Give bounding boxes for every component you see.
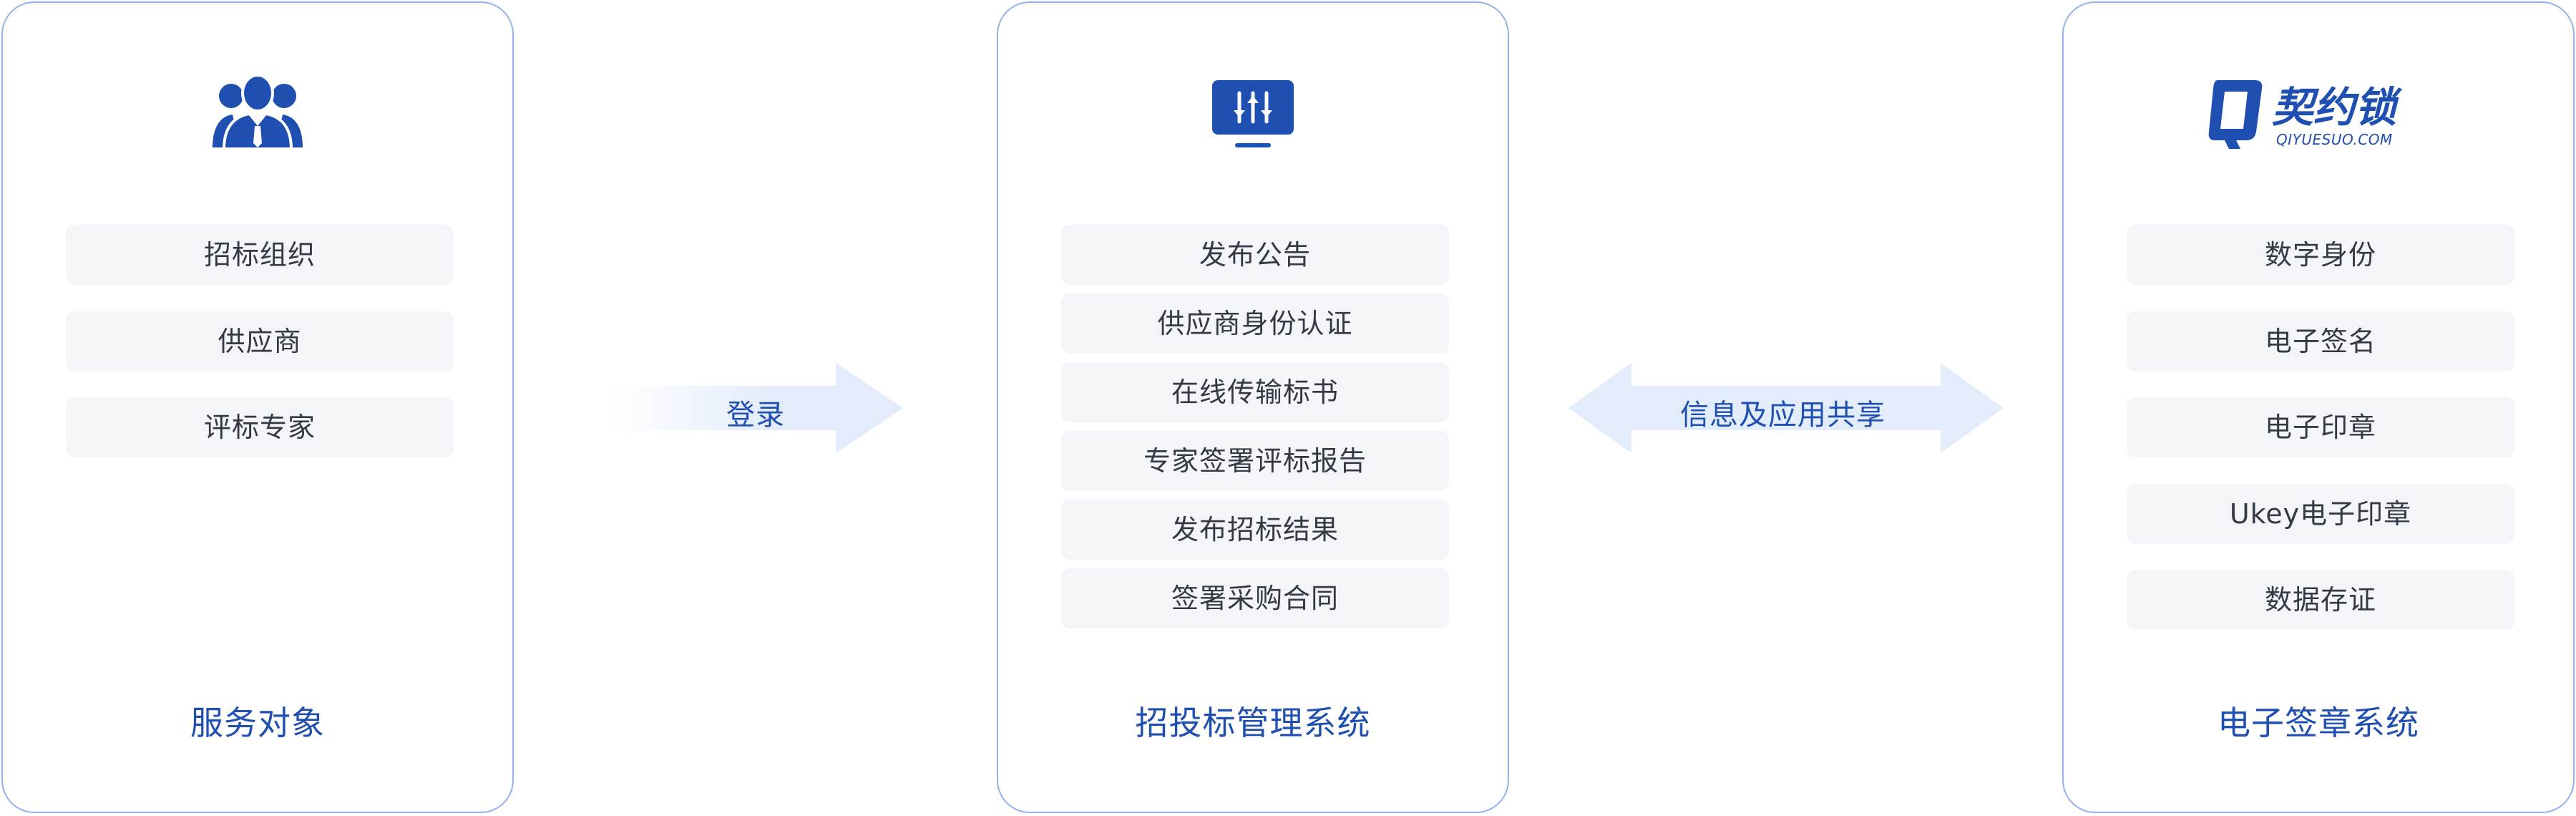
user-group-icon	[3, 73, 512, 152]
list-item: 招标组织	[66, 225, 454, 285]
list-item: 签署采购合同	[1061, 568, 1449, 628]
share-double-arrow: 信息及应用共享	[1564, 361, 2008, 457]
list-item: 电子印章	[2127, 397, 2514, 457]
e-signature-panel: 契约锁 QIYUESUO.COM 数字身份 电子签名 电子印章 Ukey电子印章…	[2062, 1, 2575, 813]
qiyuesuo-logo: 契约锁 QIYUESUO.COM	[2064, 74, 2573, 153]
share-label: 信息及应用共享	[1680, 399, 1885, 432]
panel-title: 服务对象	[190, 704, 325, 742]
list-item: 数字身份	[2127, 225, 2514, 285]
list-item: 专家签署评标报告	[1061, 431, 1449, 491]
login-arrow: 登录	[608, 361, 909, 457]
svg-text:QIYUESUO.COM: QIYUESUO.COM	[2276, 131, 2393, 148]
list-item: Ukey电子印章	[2127, 484, 2514, 544]
list-item: 供应商	[66, 311, 454, 371]
list-item: 电子签名	[2127, 311, 2514, 371]
list-item: 评标专家	[66, 397, 454, 457]
list-item: 数据存证	[2127, 570, 2514, 630]
panel-title: 电子签章系统	[2218, 704, 2419, 742]
bidding-system-panel: 发布公告 供应商身份认证 在线传输标书 专家签署评标报告 发布招标结果 签署采购…	[997, 1, 1509, 813]
list-item: 在线传输标书	[1061, 362, 1449, 422]
list-item: 发布招标结果	[1061, 500, 1449, 560]
q-logo-icon	[2208, 80, 2263, 149]
list-item: 发布公告	[1061, 225, 1449, 285]
panel-title: 招投标管理系统	[1135, 704, 1371, 742]
login-label: 登录	[726, 399, 785, 432]
monitor-sliders-icon	[998, 79, 1508, 150]
service-targets-panel: 招标组织 供应商 评标专家 服务对象	[1, 1, 514, 813]
list-item: 供应商身份认证	[1061, 293, 1449, 354]
svg-text:契约锁: 契约锁	[2272, 83, 2403, 132]
